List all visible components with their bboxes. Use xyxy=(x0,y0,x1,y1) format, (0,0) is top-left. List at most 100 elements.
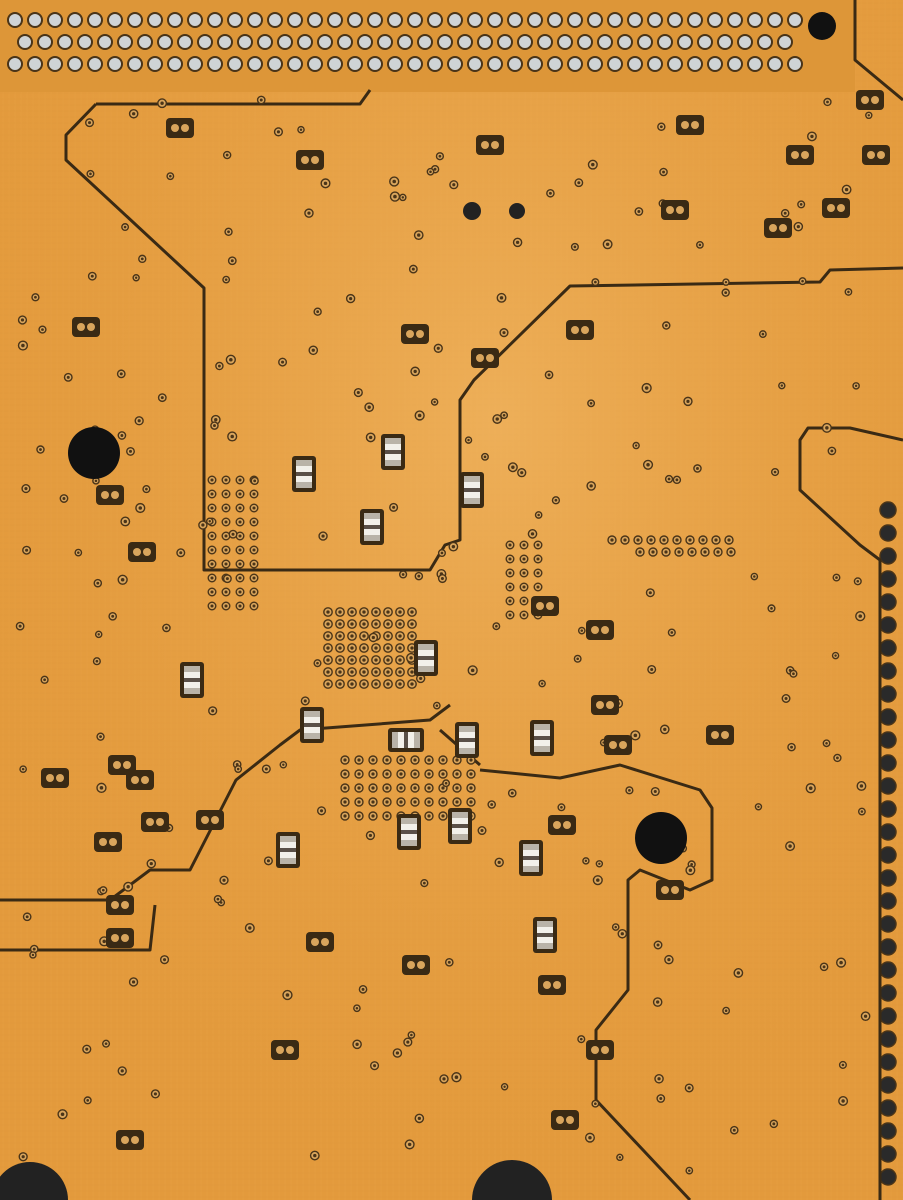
via-hole xyxy=(224,506,228,510)
via-hole xyxy=(623,538,627,542)
via-hole xyxy=(670,631,674,634)
via-hole xyxy=(410,634,414,638)
via-hole xyxy=(140,257,144,261)
pad xyxy=(676,206,684,214)
pad xyxy=(581,326,589,334)
via-hole xyxy=(32,947,36,951)
via-hole xyxy=(536,585,540,589)
connector-pin xyxy=(879,731,897,749)
pad xyxy=(591,1046,599,1054)
connector-pin xyxy=(879,961,897,979)
via-hole xyxy=(88,121,92,125)
connector-pin xyxy=(287,12,303,28)
pad xyxy=(87,323,95,331)
via-hole xyxy=(338,610,342,614)
pad xyxy=(601,1046,609,1054)
via-hole xyxy=(438,154,442,158)
via-hole xyxy=(620,932,624,936)
via-hole xyxy=(225,577,229,581)
via-hole xyxy=(386,682,390,686)
via-hole xyxy=(367,405,371,409)
pad xyxy=(671,886,679,894)
via-hole xyxy=(495,624,498,628)
pad-mask xyxy=(591,695,619,715)
via-hole xyxy=(385,800,389,804)
connector-pin xyxy=(557,34,573,50)
via-hole xyxy=(662,538,666,542)
via-hole xyxy=(410,610,414,614)
via-hole xyxy=(179,551,183,555)
via-hole xyxy=(137,419,141,423)
connector-pin xyxy=(879,1030,897,1048)
via-hole xyxy=(343,800,347,804)
pad-mask xyxy=(41,768,69,788)
pad-mask xyxy=(548,815,576,835)
via-hole xyxy=(368,833,373,838)
mounting-hole xyxy=(635,812,687,864)
via-hole xyxy=(667,477,671,481)
via-hole xyxy=(433,167,437,171)
via-hole xyxy=(362,682,366,686)
pad-mask xyxy=(401,324,429,344)
via-hole xyxy=(386,646,390,650)
via-hole xyxy=(690,863,694,866)
via-hole xyxy=(536,543,540,547)
via-hole xyxy=(99,735,102,739)
connector-pin xyxy=(427,12,443,28)
via-hole xyxy=(703,550,707,554)
connector-pin xyxy=(467,12,483,28)
via-hole xyxy=(95,659,99,663)
via-hole xyxy=(224,548,228,552)
via-hole xyxy=(452,183,456,187)
via-hole xyxy=(373,1064,377,1068)
via-hole xyxy=(398,682,402,686)
via-hole xyxy=(508,613,512,617)
via-hole xyxy=(422,881,426,885)
connector-pin xyxy=(727,12,743,28)
capacitor-terminal xyxy=(459,748,475,754)
via-hole xyxy=(579,1037,583,1041)
connector-pin xyxy=(879,616,897,634)
connector-pin xyxy=(317,34,333,50)
via-hole xyxy=(441,814,445,818)
via-hole xyxy=(21,1155,25,1159)
via-hole xyxy=(547,373,551,377)
pad xyxy=(553,981,561,989)
connector-pin xyxy=(87,56,103,72)
via-hole xyxy=(560,805,563,809)
via-hole xyxy=(386,670,390,674)
connector-pin xyxy=(107,12,123,28)
connector-pin xyxy=(87,12,103,28)
via-hole xyxy=(490,803,494,806)
capacitor-stripe xyxy=(459,738,475,742)
via-hole xyxy=(41,328,44,331)
via-hole xyxy=(230,259,234,263)
via-hole xyxy=(577,181,581,185)
via-hole xyxy=(86,1099,90,1102)
via-hole xyxy=(589,401,593,405)
via-hole xyxy=(362,670,366,674)
pad xyxy=(606,701,614,709)
connector-pin xyxy=(627,12,643,28)
via-hole xyxy=(580,629,584,632)
via-hole xyxy=(667,958,671,962)
connector-pin xyxy=(137,34,153,50)
connector-pin xyxy=(707,56,723,72)
pad xyxy=(591,626,599,634)
via-hole xyxy=(628,788,631,792)
connector-pin xyxy=(547,56,563,72)
connector-pin xyxy=(737,34,753,50)
via-hole xyxy=(224,590,228,594)
via-hole xyxy=(836,756,839,760)
via-hole xyxy=(311,348,315,352)
via-hole xyxy=(210,590,214,594)
connector-pin xyxy=(677,34,693,50)
pad xyxy=(101,491,109,499)
connector-pin xyxy=(107,56,123,72)
via-hole xyxy=(326,622,330,626)
pad-mask xyxy=(764,218,792,238)
via-hole xyxy=(253,479,257,483)
via-hole xyxy=(31,953,35,957)
via-hole xyxy=(349,297,353,301)
via-hole xyxy=(216,897,220,901)
